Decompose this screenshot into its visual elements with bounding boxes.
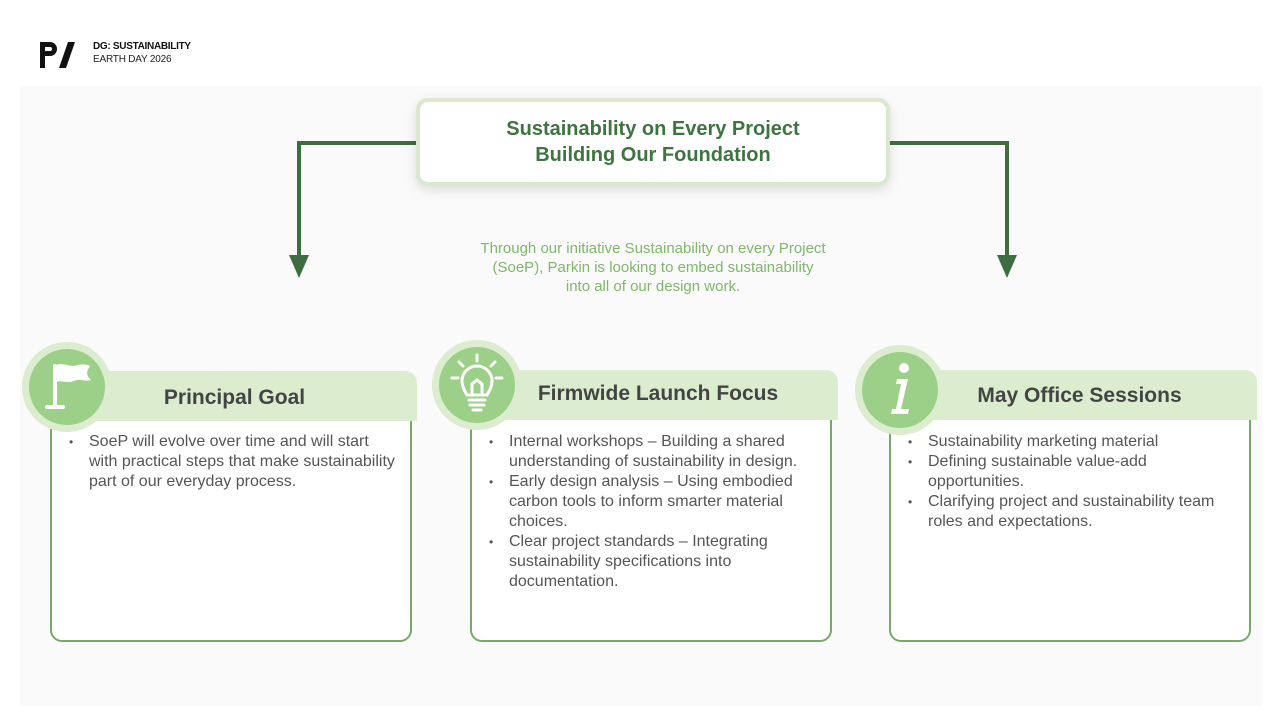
list-item: Internal workshops – Building a shared u… xyxy=(488,432,818,472)
intro-line: Through our initiative Sustainability on… xyxy=(480,240,826,257)
info-icon-badge xyxy=(855,345,945,435)
list-item: Clarifying project and sustainability te… xyxy=(907,492,1237,532)
flag-icon xyxy=(29,349,105,425)
flag-icon-badge xyxy=(22,342,112,432)
may-office-header: May Office Sessions xyxy=(906,370,1257,420)
list-item: Sustainability marketing material xyxy=(907,432,1237,452)
page-subtitle: Building Our Foundation xyxy=(535,144,771,166)
principal-goal-list: SoeP will evolve over time and will star… xyxy=(68,432,398,492)
card-title: Firmwide Launch Focus xyxy=(537,381,779,405)
intro-text: Through our initiative Sustainability on… xyxy=(440,239,866,296)
lightbulb-icon-badge xyxy=(432,340,522,430)
list-item: Early design analysis – Using embodied c… xyxy=(488,472,818,532)
may-office-list: Sustainability marketing material Defini… xyxy=(907,432,1237,532)
brand-subtitle: EARTH DAY 2026 xyxy=(93,54,172,65)
list-item: Defining sustainable value-add opportuni… xyxy=(907,452,1237,492)
list-item: SoeP will evolve over time and will star… xyxy=(68,432,398,492)
lightbulb-icon xyxy=(439,347,515,423)
principal-goal-header: Principal Goal xyxy=(66,371,417,421)
intro-line: (SoeP), Parkin is looking to embed susta… xyxy=(492,259,814,276)
intro-line: into all of our design work. xyxy=(565,278,741,295)
card-title: May Office Sessions xyxy=(977,383,1182,407)
left-arrow xyxy=(289,141,416,278)
right-arrow xyxy=(890,141,1017,278)
brand-title: DG: SUSTAINABILITY xyxy=(93,41,191,52)
card-title: Principal Goal xyxy=(163,386,306,409)
page-title: Sustainability on Every Project xyxy=(506,118,800,140)
firmwide-launch-header: Firmwide Launch Focus xyxy=(486,370,838,420)
info-icon xyxy=(862,352,938,428)
list-item: Clear project standards – Integrating su… xyxy=(488,532,818,592)
parkin-logo-icon xyxy=(40,42,75,68)
title-box: Sustainability on Every Project Building… xyxy=(416,98,890,186)
firmwide-launch-list: Internal workshops – Building a shared u… xyxy=(488,432,818,592)
